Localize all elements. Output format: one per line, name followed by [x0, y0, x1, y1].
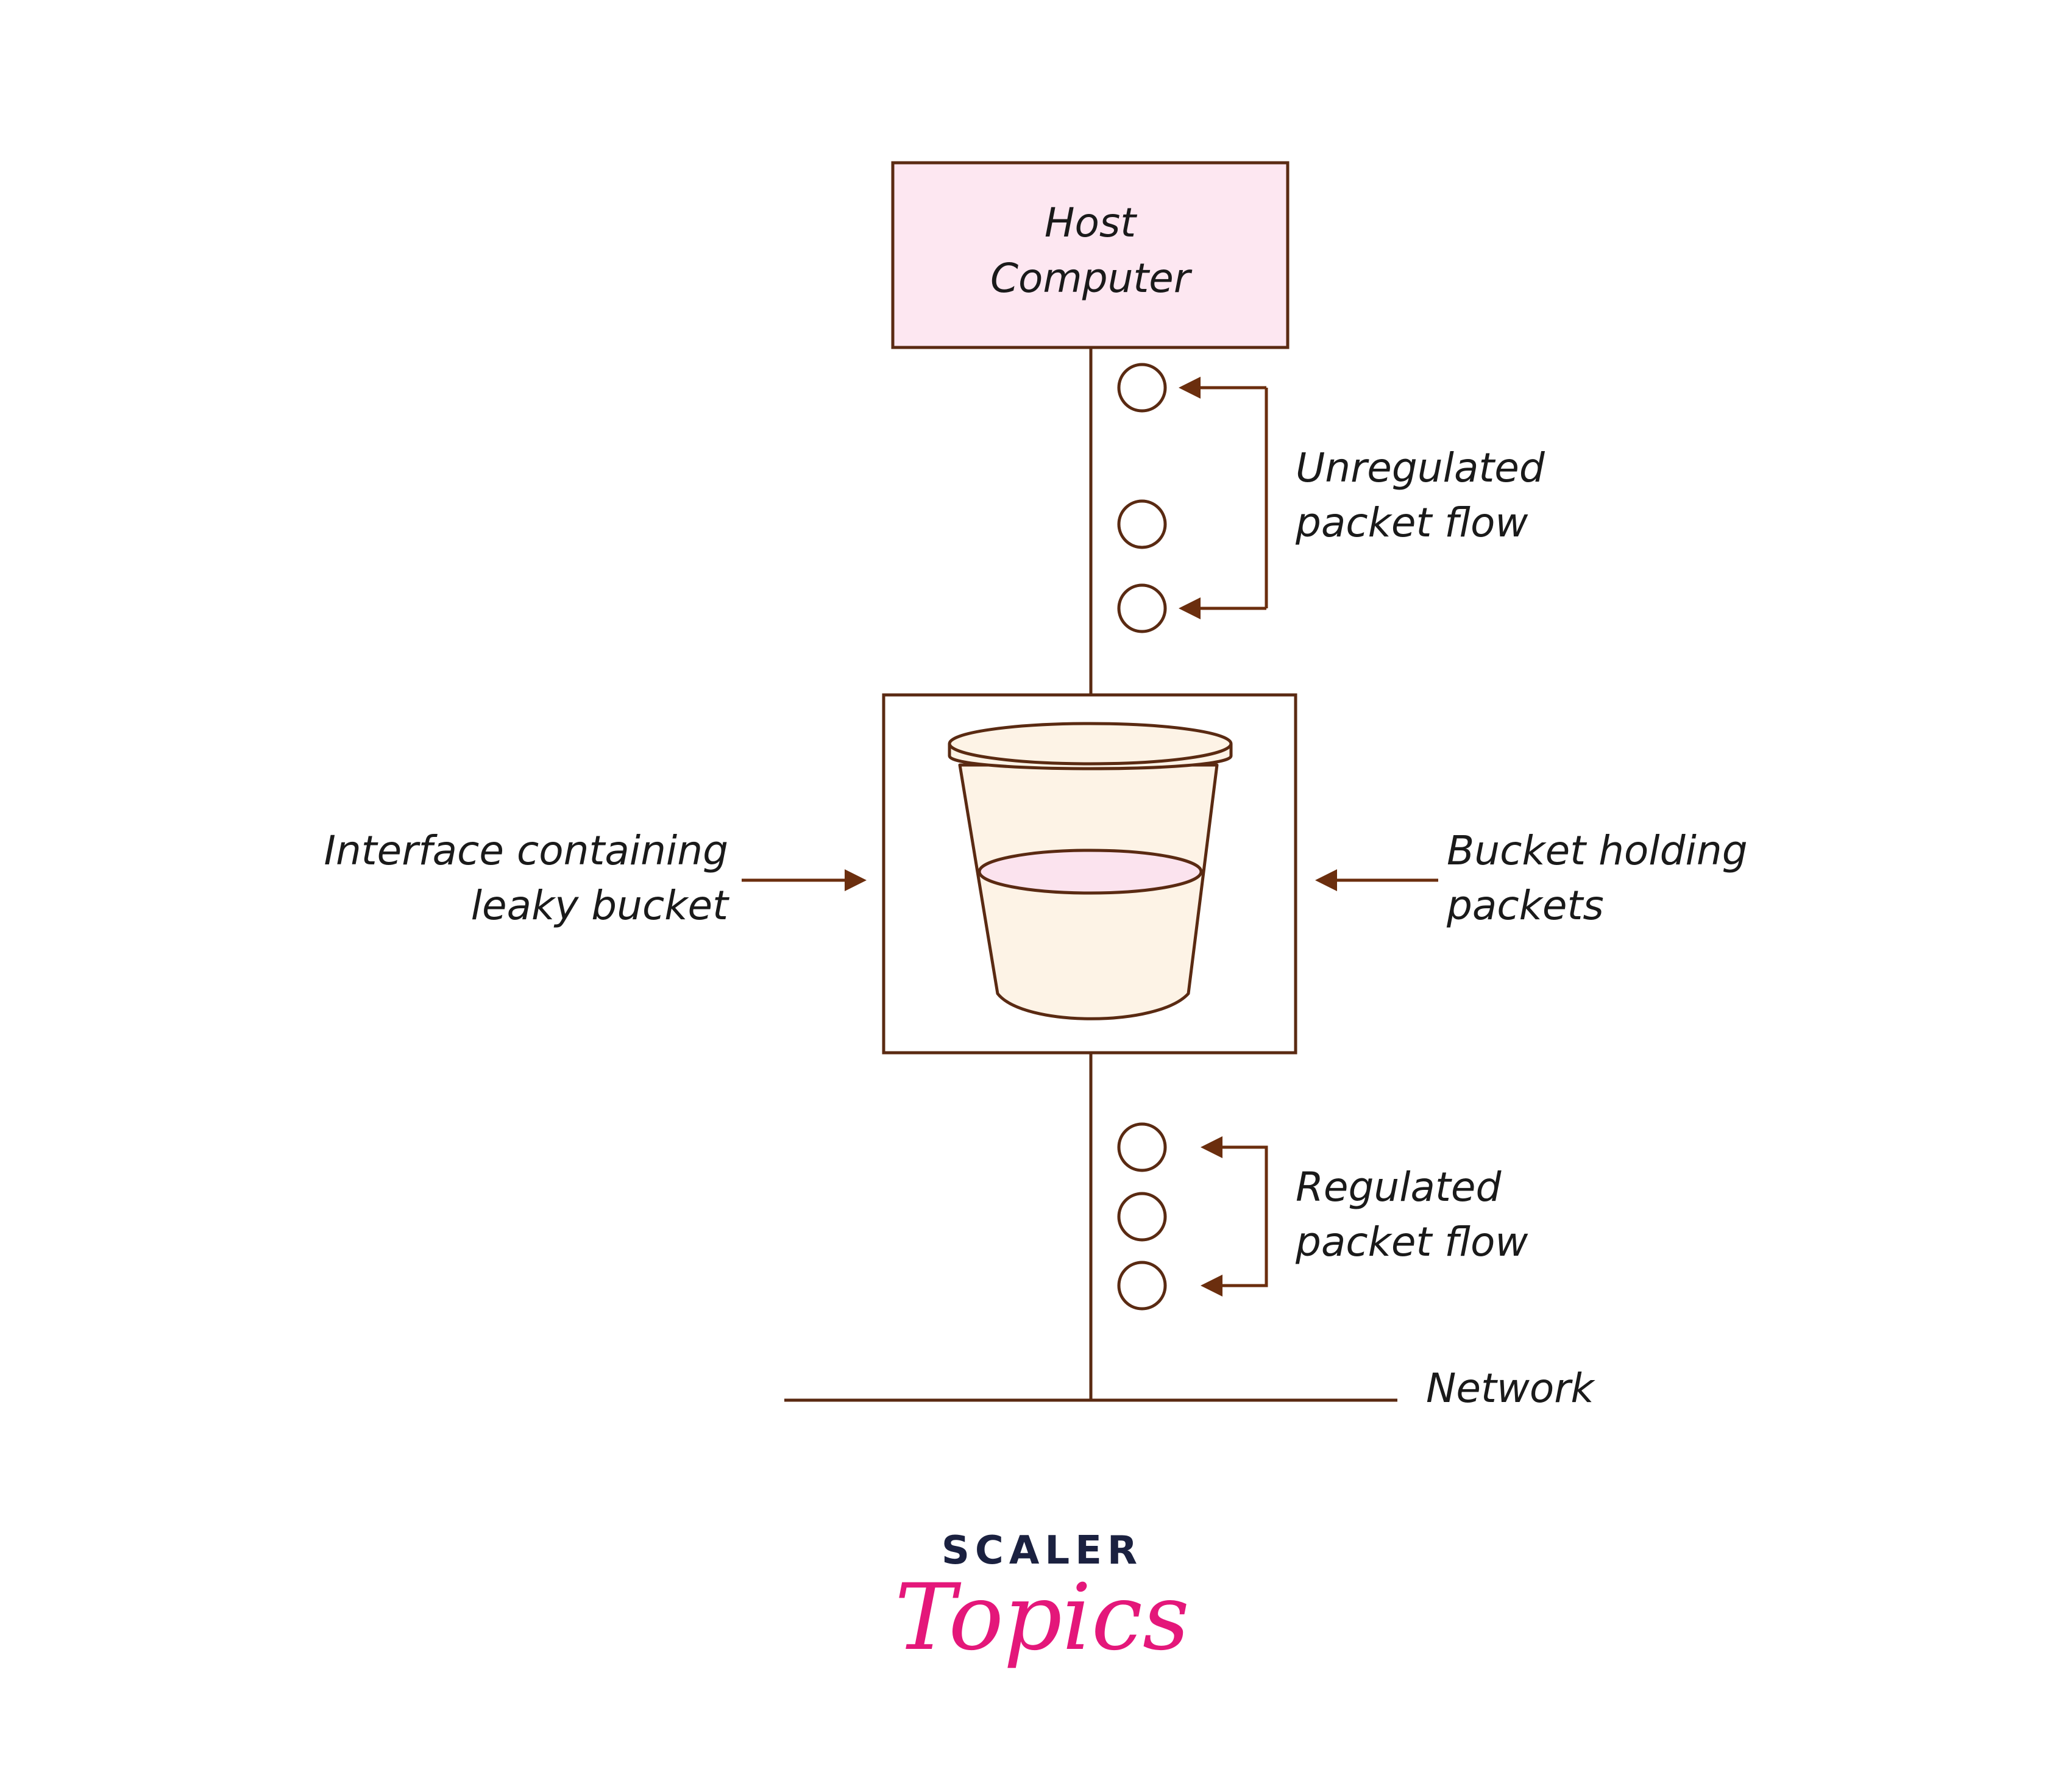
regulated-arrowhead-bottom: [1201, 1275, 1222, 1297]
network-label: Network: [1426, 1365, 1595, 1412]
host-computer-label-line2: Computer: [990, 255, 1193, 302]
leaky-bucket-icon: [948, 722, 1233, 1020]
unregulated-label-line2: packet flow: [1295, 499, 1528, 546]
unregulated-packet: [1117, 499, 1167, 549]
unregulated-arrowhead-top: [1179, 377, 1201, 399]
logo-brand-text: SCALER: [942, 1528, 1143, 1573]
regulated-packet: [1117, 1122, 1167, 1172]
unregulated-packet: [1117, 583, 1167, 633]
regulated-packet: [1117, 1192, 1167, 1242]
regulated-arrowhead-top: [1201, 1136, 1222, 1158]
regulated-bracket-bar: [1219, 1145, 1268, 1287]
regulated-packet: [1117, 1261, 1167, 1311]
scaler-topics-logo: SCALER Topics: [895, 1528, 1190, 1671]
unregulated-label-line1: Unregulated: [1296, 444, 1545, 491]
interface-label-line2: leaky bucket: [471, 882, 729, 929]
regulated-label-line2: packet flow: [1295, 1219, 1528, 1265]
bucket-label-line1: Bucket holding: [1447, 827, 1748, 874]
host-computer-box: [891, 161, 1290, 349]
host-computer-label-line1: Host: [1045, 199, 1137, 246]
unregulated-packet: [1117, 363, 1167, 413]
regulated-label-line1: Regulated: [1296, 1164, 1502, 1211]
logo-product-text: Topics: [895, 1565, 1190, 1671]
interface-label-line1: Interface containing: [324, 827, 728, 874]
interface-arrowhead: [845, 869, 867, 891]
unregulated-arrowhead-bottom: [1179, 597, 1201, 619]
bucket-arrowhead: [1315, 869, 1337, 891]
bucket-label-line2: packets: [1446, 882, 1604, 929]
